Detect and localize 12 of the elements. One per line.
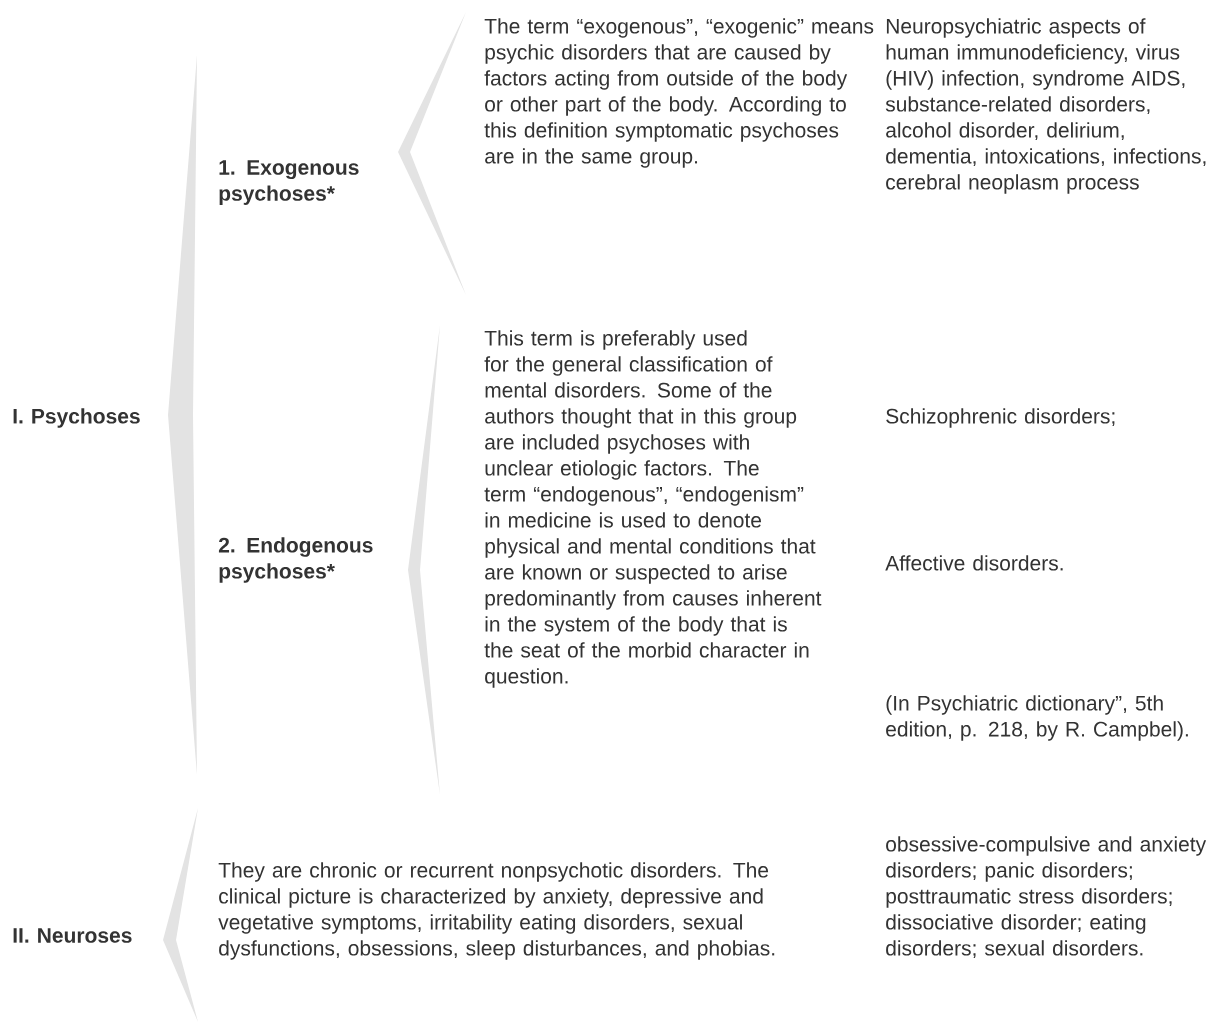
subgroup-heading: 2. Endogenous psychoses* — [218, 537, 373, 583]
group-heading: I. Psychoses — [13, 408, 140, 428]
example-list: obsessive-compulsive and anxiety disorders; panic disorders; posttraumatic stress disorders; dissociative disorder; eating disorders; sexual disorders. — [886, 836, 1207, 959]
example-list: Neuropsychiatric aspects of human immunodeficiency, virus (HIV) infection, syndrome AIDS, substance-related disorders, alcohol disorder, delirium, dementia, intoxications, infections, cerebral neoplasm process — [885, 18, 1206, 194]
subgroup-heading: 1. Exogenous psychoses* — [219, 160, 359, 205]
description-text: They are chronic or recurrent nonpsychotic disorders. The clinical picture is characterized by anxiety, depressive and vegetative symptoms, irritability eating disorders, sexual dysfunctions, obsessions, sleep disturbances, and phobias. — [218, 862, 775, 960]
group-heading: II. Neuroses — [13, 928, 132, 943]
example-text: Affective disorders. — [885, 555, 1063, 571]
example-text: Schizophrenic disorders; — [886, 408, 1115, 428]
description-text: The term “exogenous”, “exogenic” means psychic disorders that are caused by factors acting from outside of the body or other part of the body. According to this definition symptomatic psychoses are in the same group. — [484, 18, 874, 168]
citation-text: (In Psychiatric dictionary”, 5th edition, p. 218, by R. Campbel). — [886, 695, 1188, 741]
description-text: This term is preferably used for the general classification of mental disorders. Some of the authors thought that in this group are included psychoses with unclear etiologic factors. The term “endogenous”, “endogenism” in medicine is used to denote physical and mental conditions that are known or suspected to arise predominantly from causes inherent in the system of the body that is the seat of the morbid character in question. — [484, 330, 822, 688]
